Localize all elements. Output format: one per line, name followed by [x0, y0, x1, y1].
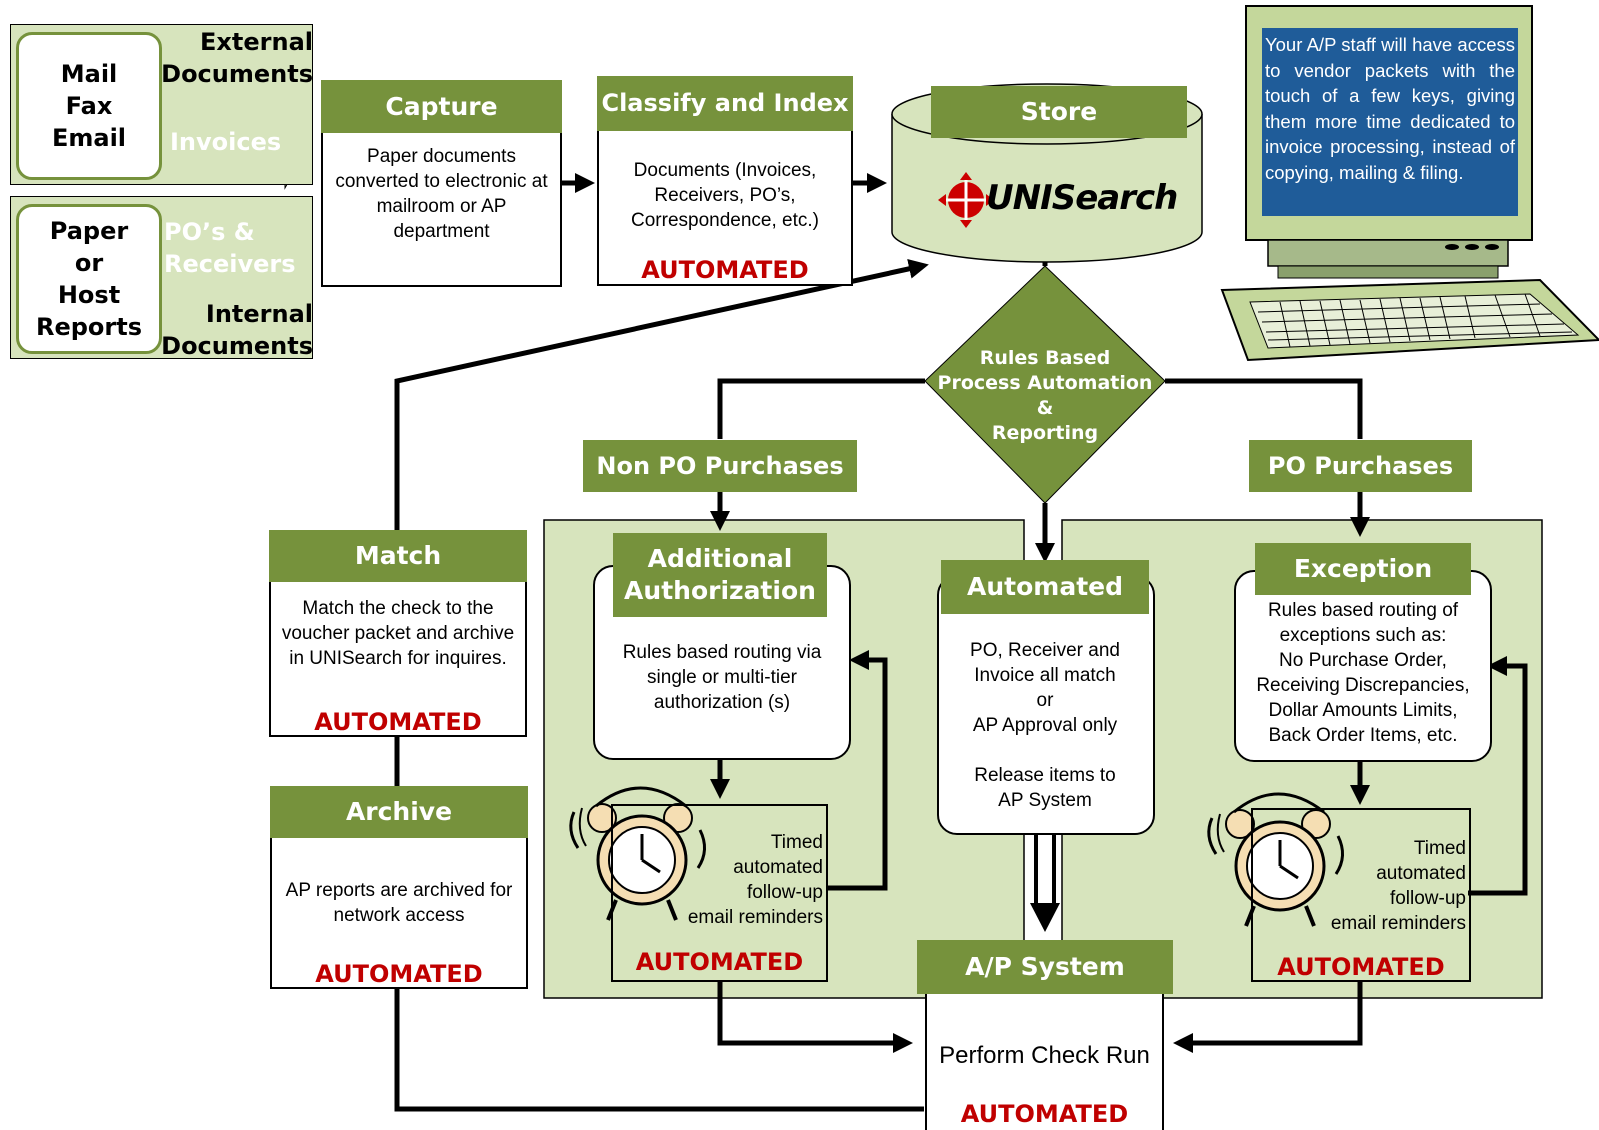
exception-title: Exception: [1255, 543, 1471, 595]
invoices-label: Invoices: [170, 128, 282, 156]
right-feedback-arrow: [1468, 656, 1528, 896]
ap-system-title: A/P System: [917, 940, 1173, 994]
exception-box: [1234, 570, 1492, 762]
automated-body-line: or: [1036, 690, 1054, 711]
rules-diamond: [924, 265, 1166, 504]
exception-body-line: Receiving Discrepancies,: [1256, 675, 1470, 696]
keyboard-icon: [1220, 278, 1599, 362]
reminder-left-status: AUTOMATED: [635, 948, 804, 976]
reminder-left-box: [611, 804, 828, 982]
unisearch-logo: [938, 172, 994, 228]
rules-diamond-text: Rules Based Process Automation & Reporti…: [925, 346, 1165, 446]
reminder-right-line: automated: [1376, 863, 1466, 884]
automated-body-line: Release items to: [974, 765, 1116, 786]
internal-channels-box: Paper or Host Reports: [16, 204, 162, 354]
left-feedback-arrow: [826, 650, 888, 891]
reminder-right-line: follow-up: [1389, 888, 1466, 909]
match-title: Match: [269, 530, 527, 582]
exception-body: Rules based routing of exceptions such a…: [1240, 598, 1486, 748]
match-to-store-arrow: [394, 259, 929, 530]
additional-auth-title-line1: Additional: [647, 544, 793, 573]
monitor-screen-text: Your A/P staff will have access to vendo…: [1265, 34, 1515, 183]
automated-body-line: AP System: [998, 790, 1092, 811]
rules-line4: Reporting: [991, 422, 1099, 444]
exception-body-line: Rules based routing of: [1267, 600, 1459, 621]
reminder-left-line: email reminders: [687, 907, 823, 928]
capture-title: Capture: [321, 80, 562, 133]
channel-reports: Reports: [35, 313, 143, 341]
external-label-line2: Documents: [161, 60, 313, 88]
left-reminder-to-check-run-arrow: [717, 982, 914, 1053]
computer-monitor-icon: [1245, 5, 1533, 279]
ap-system-status: AUTOMATED: [960, 1100, 1129, 1128]
ap-system-body: Perform Check Run: [939, 1042, 1150, 1069]
additional-auth-title-line2: Authorization: [624, 576, 816, 605]
exception-body-line: Dollar Amounts Limits,: [1268, 700, 1458, 721]
internal-label-line2: Documents: [161, 332, 313, 360]
channel-email: Email: [51, 124, 127, 152]
reminder-left-line: follow-up: [746, 882, 823, 903]
match-status: AUTOMATED: [314, 708, 482, 736]
store-title: Store: [931, 86, 1187, 138]
reminder-left-text: Timed automated follow-up email reminder…: [660, 830, 823, 930]
reminder-left-line: Timed: [770, 832, 823, 853]
automated-branch-box: [937, 575, 1155, 835]
non-po-purchases-label: Non PO Purchases: [583, 440, 857, 492]
reminder-right-status: AUTOMATED: [1277, 953, 1445, 981]
automated-branch-title: Automated: [941, 560, 1149, 614]
exception-body-line: No Purchase Order,: [1279, 650, 1447, 671]
automated-body-line: PO, Receiver and: [970, 640, 1120, 661]
right-reminder-to-check-run-arrow: [1172, 982, 1363, 1053]
automated-body-line: [941, 738, 1149, 763]
channel-fax: Fax: [65, 92, 113, 120]
exception-body-line: exceptions such as:: [1279, 625, 1447, 646]
exception-body-line: Back Order Items, etc.: [1268, 725, 1458, 746]
po-receivers-label-line2: Receivers: [164, 250, 296, 278]
rules-to-non-po-line: [717, 378, 925, 439]
automated-body-line: Invoice all match: [974, 665, 1116, 686]
additional-auth-title: Additional Authorization: [613, 533, 827, 617]
channel-paper: Paper: [49, 217, 129, 245]
channel-host: Host: [57, 281, 121, 309]
classify-title: Classify and Index: [597, 76, 853, 131]
archive-body: AP reports are archived for network acce…: [285, 880, 513, 926]
internal-label-line1: Internal: [205, 300, 313, 328]
automated-branch-body: PO, Receiver and Invoice all match or AP…: [941, 638, 1149, 813]
reminder-right-box: [1251, 808, 1471, 982]
additional-auth-body: Rules based routing via single or multi-…: [622, 642, 822, 713]
po-purchases-label: PO Purchases: [1249, 440, 1472, 492]
match-body: Match the check to the voucher packet an…: [281, 598, 515, 669]
reminder-right-line: Timed: [1413, 838, 1466, 859]
archive-status: AUTOMATED: [315, 960, 483, 988]
po-receivers-label-line1: PO’s &: [164, 218, 255, 246]
external-label-line1: External: [200, 28, 313, 56]
automated-body-line: AP Approval only: [972, 715, 1118, 736]
external-channels-box: Mail Fax Email: [16, 32, 162, 180]
rules-to-po-line: [1165, 378, 1363, 439]
classify-status: AUTOMATED: [641, 256, 809, 284]
capture-body: Paper documents converted to electronic …: [335, 146, 548, 242]
reminder-right-line: email reminders: [1330, 913, 1466, 934]
unisearch-logo-text: UNISearch: [986, 178, 1178, 218]
alarm-clock-left-icon: [569, 786, 706, 921]
rules-line3: &: [1036, 397, 1054, 419]
archive-title: Archive: [270, 786, 528, 838]
automated-to-ap-arrowhead: [1030, 903, 1060, 932]
reminder-left-line: automated: [733, 857, 823, 878]
check-run-to-archive-line: [394, 988, 924, 1112]
reminder-right-text: Timed automated follow-up email reminder…: [1300, 836, 1466, 936]
classify-body: Documents (Invoices, Receivers, PO’s, Co…: [631, 160, 819, 231]
channel-or: or: [74, 249, 104, 277]
rules-line2: Process Automation: [937, 372, 1153, 394]
rules-line1: Rules Based: [979, 347, 1111, 369]
channel-mail: Mail: [60, 60, 118, 88]
